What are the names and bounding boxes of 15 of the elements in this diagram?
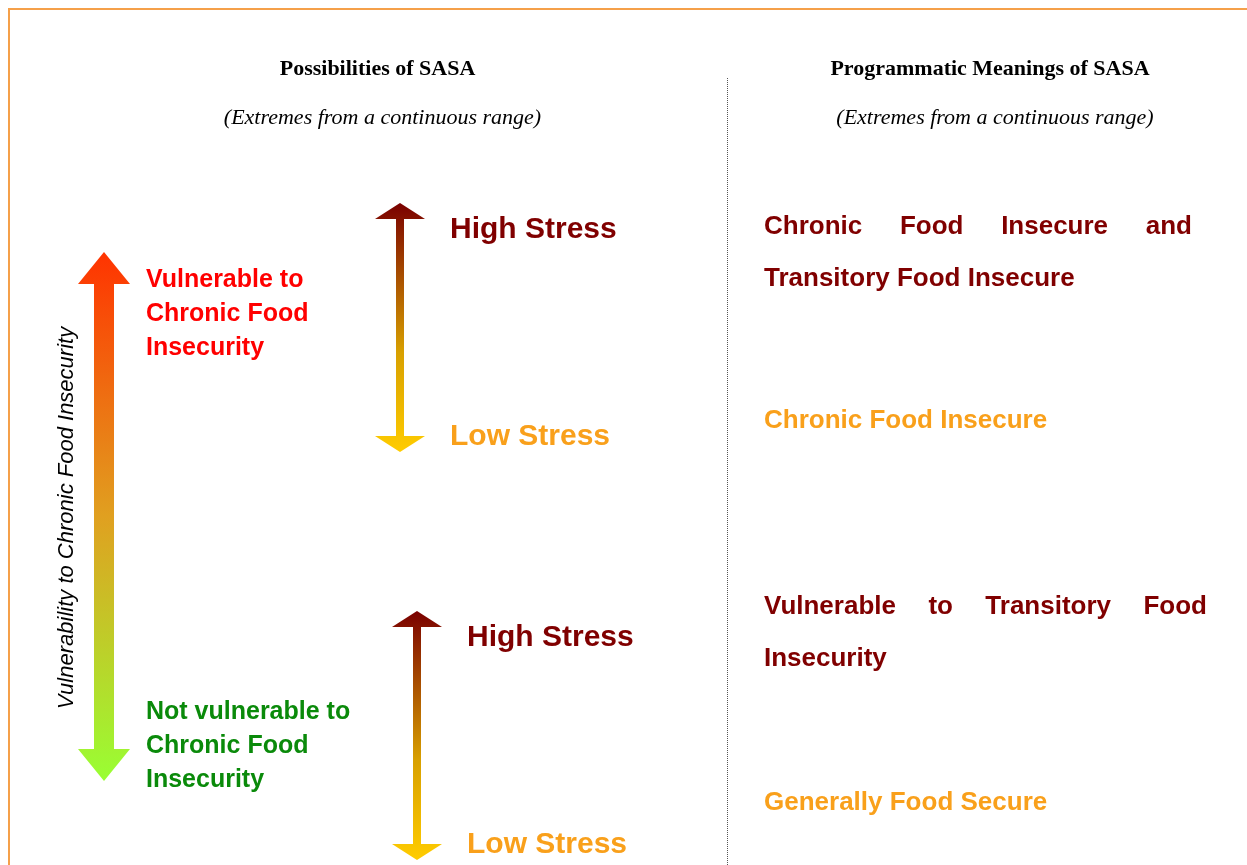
stress-label: Low Stress xyxy=(450,418,611,452)
stress-label: Low Stress xyxy=(467,826,628,860)
column-heading: Programmatic Meanings of SASA xyxy=(829,55,1151,81)
column-subtitle: (Extremes from a continuous range) xyxy=(222,104,543,130)
scale-end-label: Vulnerable to Chronic Food Insecurity xyxy=(146,263,310,362)
stress-label: High Stress xyxy=(467,619,634,653)
category-label: Vulnerable to Transitory Food Insecurity xyxy=(764,589,1207,674)
scale-end-label: Not vulnerable to Chronic Food Insecurity xyxy=(146,695,352,794)
category-label: Chronic Food Insecure xyxy=(764,404,1048,435)
column-subtitle: (Extremes from a continuous range) xyxy=(835,104,1155,130)
column-heading: Possibilities of SASA xyxy=(278,55,477,81)
category-label: Chronic Food Insecure and Transitory Food Insecure xyxy=(764,209,1192,294)
stress-label: High Stress xyxy=(450,211,617,245)
axis-label: Vulnerability to Chronic Food Insecurity xyxy=(53,326,79,710)
category-label: Generally Food Secure xyxy=(764,786,1048,817)
